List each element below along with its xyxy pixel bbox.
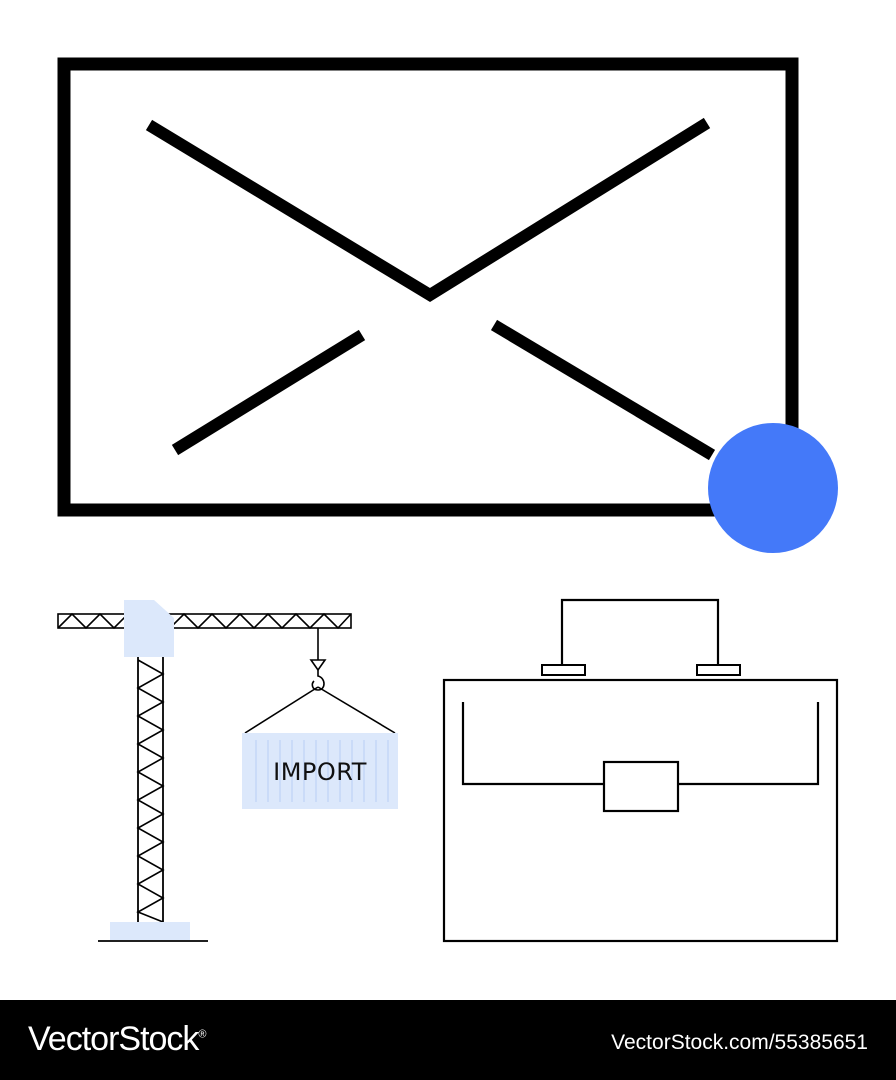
crate-label: IMPORT [273, 758, 367, 786]
stock-id: VectorStock.com/55385651 [611, 1031, 868, 1054]
briefcase-icon [442, 598, 839, 943]
brand-logo[interactable]: VectorStock® [28, 1020, 207, 1059]
brand-name: VectorStock [28, 1020, 199, 1058]
notification-dot-icon [708, 423, 838, 553]
illustration-artwork: IMPORT [57, 57, 839, 943]
registered-mark: ® [198, 1028, 206, 1041]
watermark-footer: VectorStock® VectorStock.com/55385651 [0, 1000, 896, 1080]
envelope-icon [57, 57, 799, 517]
tower-crane-icon [57, 600, 396, 942]
shipping-container-icon: IMPORT [242, 733, 398, 809]
